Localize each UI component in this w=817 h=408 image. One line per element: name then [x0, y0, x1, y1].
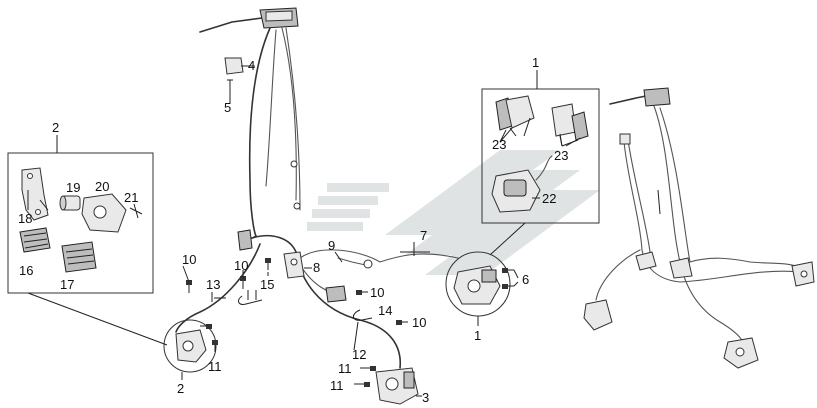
callout-23-right: 23 — [554, 148, 568, 163]
master-cylinder-assembly — [199, 7, 301, 237]
callout-20: 20 — [95, 179, 109, 194]
callout-16: 16 — [19, 263, 33, 278]
callout-4: 4 — [248, 58, 255, 73]
bolt-6-a — [502, 268, 514, 273]
callout-22: 22 — [542, 191, 556, 206]
callout-10-mid: 10 — [234, 258, 248, 273]
callout-14: 14 — [378, 303, 392, 318]
brake-pad-a-shape — [19, 227, 51, 253]
bleeder-screw-shape — [129, 203, 143, 219]
callout-13: 13 — [206, 277, 220, 292]
callout-9: 9 — [328, 238, 335, 253]
callout-1-top: 1 — [532, 55, 539, 70]
callout-21: 21 — [124, 190, 138, 205]
callout-17: 17 — [60, 277, 74, 292]
bolt-10-a — [186, 280, 192, 293]
callout-2-top: 2 — [52, 120, 59, 135]
secondary-brake-assembly — [583, 87, 815, 369]
callout-23-left: 23 — [492, 137, 506, 152]
bolt-11-d — [354, 382, 370, 387]
bolts — [186, 258, 514, 387]
bolt-10-b — [240, 276, 246, 289]
bolt-6-b — [502, 284, 514, 289]
inset-front-caliper-box — [481, 70, 600, 256]
rear-caliper-assembly — [375, 367, 422, 405]
callout-2-bottom: 2 — [177, 381, 184, 396]
callout-6: 6 — [522, 272, 529, 287]
callout-11-left: 11 — [208, 359, 222, 374]
callout-15: 15 — [260, 277, 274, 292]
left-caliper-callout-circle — [163, 319, 217, 380]
callout-11-mid: 11 — [338, 361, 352, 376]
inset-caliper-kit-box — [7, 135, 168, 346]
callout-3: 3 — [422, 390, 429, 405]
bolt-11-c — [360, 366, 376, 371]
callout-10-right-lower: 10 — [412, 315, 426, 330]
callout-12: 12 — [352, 347, 366, 362]
hose-clip-shape — [224, 57, 244, 75]
right-caliper-callout-circle — [445, 251, 511, 326]
bolt-10-d — [396, 320, 408, 325]
leader-lines — [27, 127, 579, 351]
bolt-11-b — [212, 340, 218, 352]
callout-19: 19 — [66, 180, 80, 195]
callout-1-bottom: 1 — [474, 328, 481, 343]
callout-10-left: 10 — [182, 252, 196, 267]
callout-10-right-upper: 10 — [370, 285, 384, 300]
bolt-15 — [265, 258, 271, 270]
callout-5: 5 — [224, 100, 231, 115]
callout-8: 8 — [313, 260, 320, 275]
callout-18: 18 — [18, 211, 32, 226]
bolt-11-a — [200, 324, 212, 329]
bolt-10-c — [356, 290, 368, 295]
callout-7: 7 — [420, 228, 427, 243]
callout-11-lower: 11 — [330, 378, 344, 393]
watermark-logo — [307, 150, 600, 275]
callout-labels: 1 1 2 2 3 4 5 6 7 8 9 10 10 10 10 11 11 … — [18, 55, 568, 405]
